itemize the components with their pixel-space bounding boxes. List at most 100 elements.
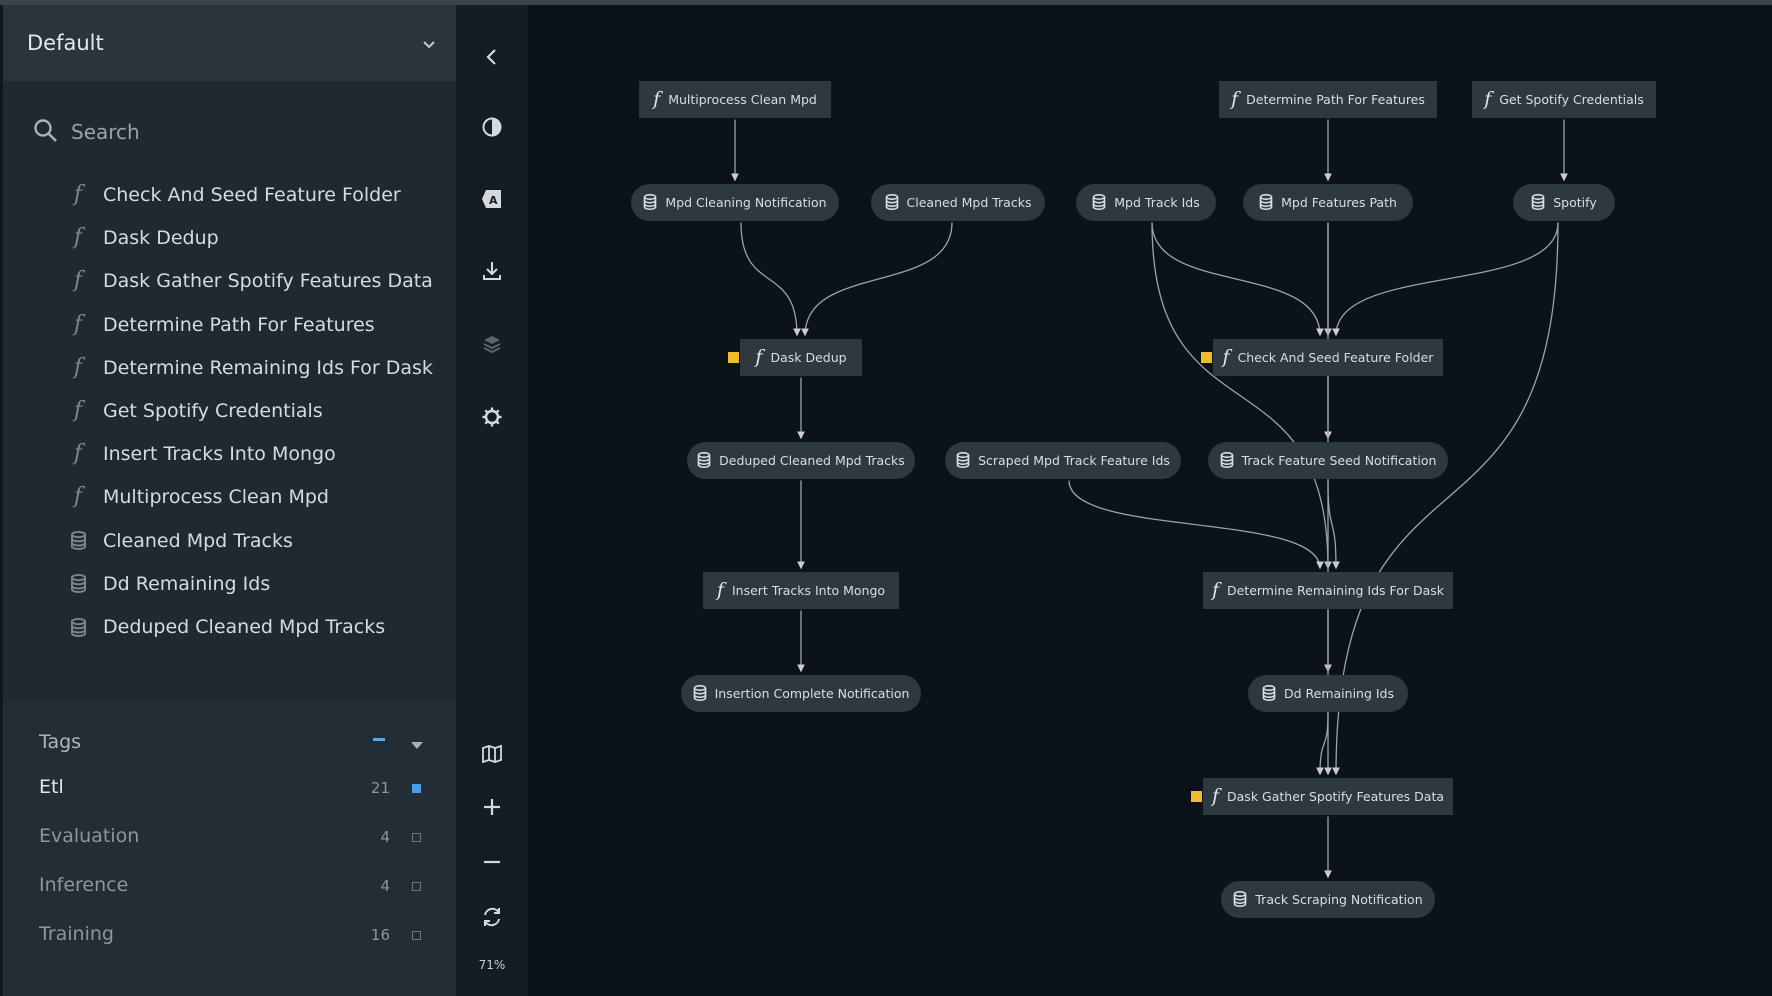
database-icon	[67, 528, 89, 554]
list-item[interactable]: Cleaned Mpd Tracks	[3, 519, 456, 563]
function-icon: f	[1211, 784, 1220, 807]
list-item-label: Check And Seed Feature Folder	[103, 184, 401, 206]
database-icon	[1262, 685, 1276, 701]
settings-icon[interactable]	[476, 401, 508, 433]
list-item-label: Insert Tracks Into Mongo	[103, 443, 336, 466]
function-icon: f	[1484, 87, 1492, 110]
function-icon: f	[73, 268, 83, 294]
tag-row[interactable]: Evaluation 4	[3, 817, 456, 857]
tag-checkbox[interactable]	[412, 882, 421, 891]
layers-icon[interactable]	[476, 328, 508, 360]
graph-node-mpd-cleaning-notification[interactable]: Mpd Cleaning Notification	[631, 183, 839, 221]
graph-node-scraped-ids[interactable]: Scraped Mpd Track Feature Ids	[945, 441, 1181, 479]
graph-node-spotify[interactable]: Spotify	[1513, 183, 1615, 221]
tag-count: 4	[380, 828, 390, 846]
collapse-sidebar-icon[interactable]	[476, 41, 508, 73]
graph-node-track-feature-seed[interactable]: Track Feature Seed Notification	[1208, 441, 1448, 479]
zoom-out-icon[interactable]	[476, 846, 508, 878]
function-icon: f	[1211, 578, 1219, 601]
tag-checkbox[interactable]	[412, 784, 421, 793]
tag-count: 16	[370, 926, 390, 944]
list-item-label: Determine Path For Features	[103, 313, 375, 336]
database-icon	[67, 571, 89, 597]
graph-node-cleaned-mpd-tracks[interactable]: Cleaned Mpd Tracks	[871, 183, 1045, 221]
graph-edge	[1151, 222, 1332, 570]
graph-node-mpd-features-path[interactable]: Mpd Features Path	[1243, 183, 1413, 221]
list-item[interactable]: Deduped Cleaned Mpd Tracks	[3, 605, 456, 649]
list-item[interactable]: f Insert Tracks Into Mongo	[3, 432, 456, 476]
tag-count: 21	[370, 779, 390, 797]
search-input[interactable]	[71, 120, 411, 144]
graph-node-insertion-complete[interactable]: Insertion Complete Notification	[681, 674, 921, 712]
tags-collapse-minus-icon[interactable]	[373, 738, 385, 741]
list-item-label: Dask Gather Spotify Features Data	[103, 270, 433, 293]
graph-node-label: Multiprocess Clean Mpd	[668, 91, 817, 107]
graph-edge	[1327, 480, 1340, 570]
graph-node-dd-remaining-ids[interactable]: Dd Remaining Ids	[1248, 674, 1408, 712]
database-icon	[693, 685, 707, 701]
graph-node-deduped-cleaned[interactable]: Deduped Cleaned Mpd Tracks	[687, 441, 915, 479]
function-icon: f	[73, 484, 83, 510]
graph-edge	[740, 222, 801, 337]
download-icon[interactable]	[476, 255, 508, 287]
graph-node-track-scraping-notification[interactable]: Track Scraping Notification	[1221, 880, 1435, 918]
tag-row[interactable]: Etl 21	[3, 768, 456, 808]
pipeline-selector[interactable]: Default	[3, 5, 456, 81]
function-icon: f	[716, 578, 724, 601]
reset-view-icon[interactable]	[476, 901, 508, 933]
database-icon	[1092, 194, 1106, 210]
caret-down-icon[interactable]	[410, 735, 424, 754]
tag-name: Etl	[39, 776, 64, 798]
tag-count: 4	[380, 877, 390, 895]
list-item[interactable]: f Dask Gather Spotify Features Data	[3, 259, 456, 303]
status-marker	[1201, 351, 1212, 363]
zoom-in-icon[interactable]	[476, 791, 508, 823]
window-top-border	[0, 0, 1772, 5]
database-icon	[956, 452, 970, 468]
database-icon	[885, 194, 899, 210]
graph-node-mpd-track-ids[interactable]: Mpd Track Ids	[1076, 183, 1216, 221]
function-icon: f	[1222, 345, 1230, 368]
graph-node-label: Determine Path For Features	[1246, 91, 1425, 107]
minimap-icon[interactable]	[476, 738, 508, 770]
function-icon: f	[73, 441, 83, 467]
function-icon: f	[73, 225, 83, 251]
tag-checkbox[interactable]	[412, 833, 421, 842]
graph-node-label: Track Feature Seed Notification	[1241, 452, 1437, 468]
labels-icon[interactable]: A	[476, 183, 508, 215]
graph-edge	[1332, 222, 1559, 337]
list-item-label: Determine Remaining Ids For Dask	[103, 356, 433, 379]
tag-name: Evaluation	[39, 825, 140, 847]
tag-checkbox[interactable]	[412, 931, 421, 940]
graph-node-label: Mpd Track Ids	[1114, 194, 1200, 210]
graph-edge	[1151, 222, 1324, 337]
graph-node-label: Dask Dedup	[770, 349, 847, 365]
graph-node-label: Spotify	[1553, 194, 1597, 210]
pipeline-selector-label: Default	[27, 31, 104, 55]
database-icon	[67, 614, 89, 640]
theme-toggle-icon[interactable]	[476, 111, 508, 143]
list-item-label: Get Spotify Credentials	[103, 400, 323, 422]
database-icon	[697, 452, 711, 468]
graph-toolbar: A 71%	[456, 5, 528, 996]
list-item[interactable]: Dd Remaining Ids	[3, 562, 456, 606]
graph-edge	[1332, 222, 1559, 776]
